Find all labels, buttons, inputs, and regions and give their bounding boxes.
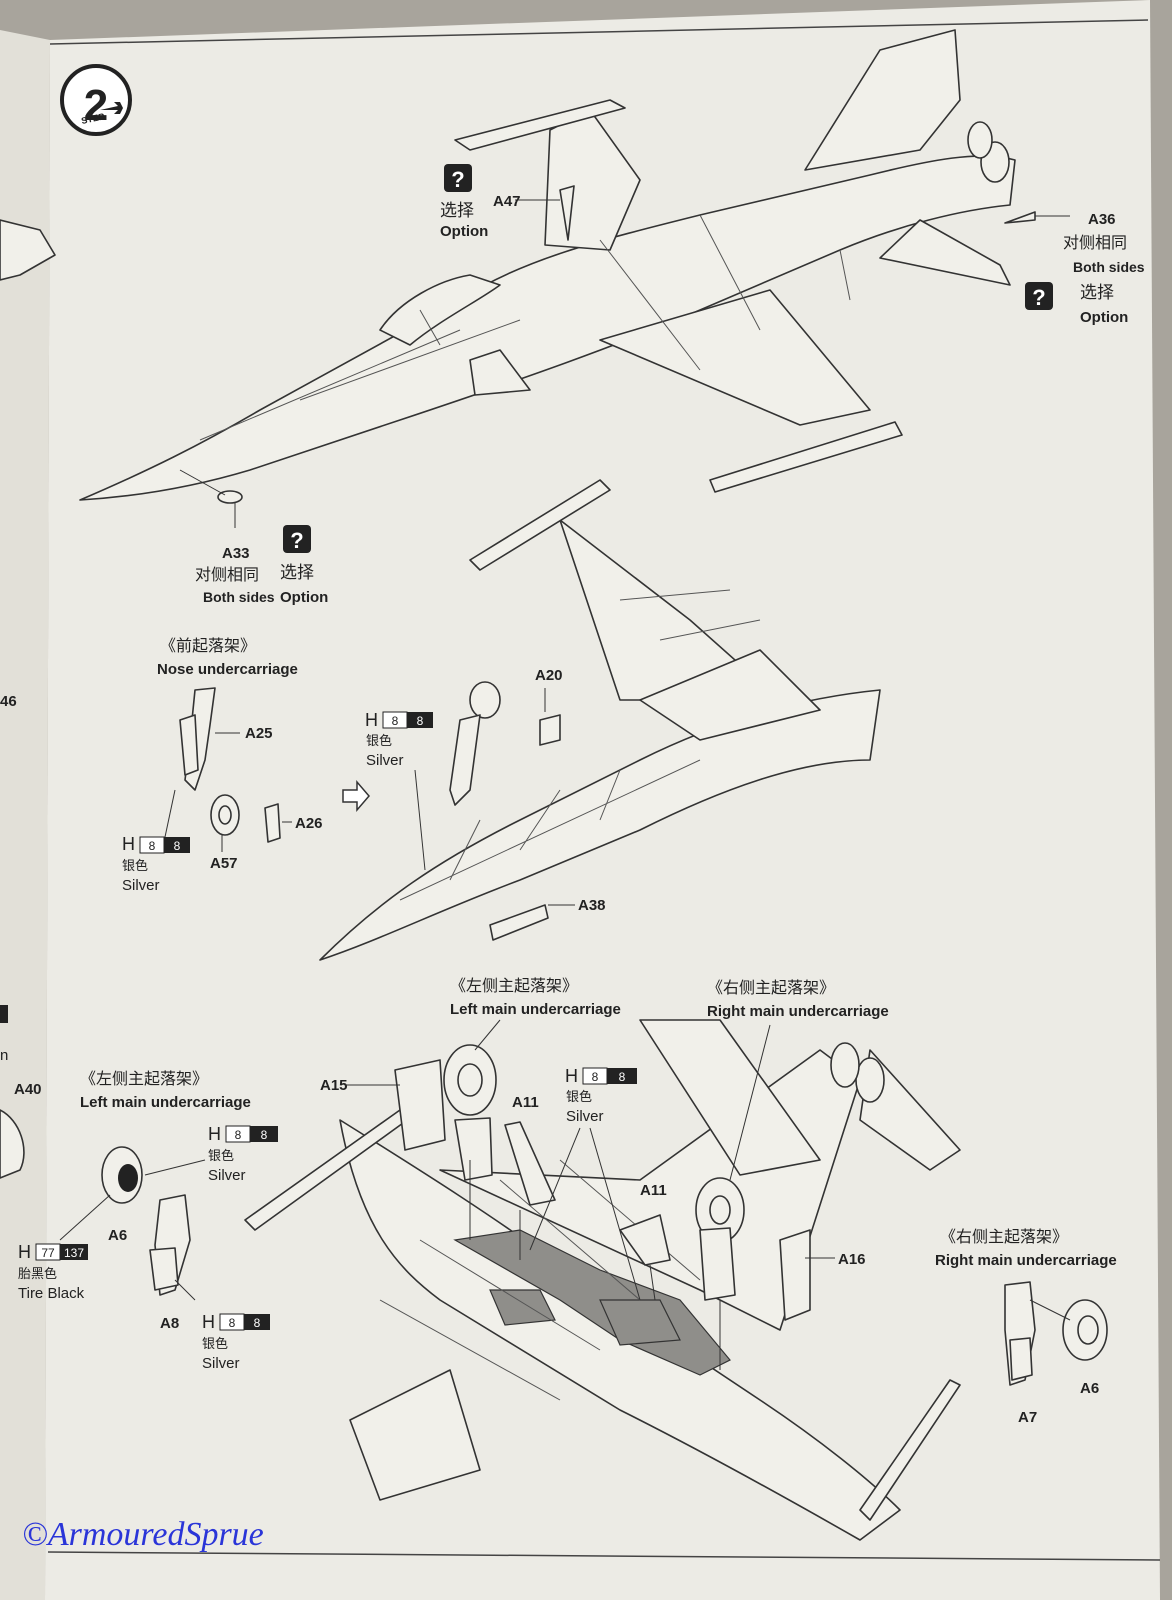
- svg-text:Silver: Silver: [202, 1355, 240, 1372]
- svg-text:8: 8: [619, 1070, 626, 1084]
- svg-text:8: 8: [235, 1128, 242, 1142]
- svg-text:H: H: [208, 1124, 221, 1144]
- both-sides-zh-a36: 对侧相同: [1063, 234, 1127, 252]
- right-main-detail-title-en: Right main undercarriage: [935, 1252, 1117, 1269]
- paint-code-tire-black: H 77 137 胎黑色 Tire Black: [18, 1242, 88, 1302]
- svg-text:H: H: [565, 1066, 578, 1086]
- left-main-detail-title-en: Left main undercarriage: [80, 1094, 251, 1111]
- svg-text:8: 8: [149, 839, 156, 853]
- step-badge: 2 STEP: [60, 64, 132, 136]
- option-zh-a47: 选择: [440, 201, 474, 220]
- svg-text:胎黑色: 胎黑色: [18, 1266, 57, 1281]
- svg-text:137: 137: [64, 1246, 84, 1260]
- step-number: 2: [84, 81, 108, 130]
- option-en-a36: Option: [1080, 309, 1128, 326]
- part-label-a6-right: A6: [1080, 1380, 1099, 1397]
- part-label-a25: A25: [245, 725, 273, 742]
- left-main-top-title-en: Left main undercarriage: [450, 1001, 621, 1018]
- svg-text:8: 8: [254, 1316, 261, 1330]
- option-icon-a47: ?: [444, 164, 472, 192]
- nose-gear-title-zh: 《前起落架》: [160, 637, 256, 655]
- part-label-a33: A33: [222, 545, 250, 562]
- svg-text:银色: 银色: [366, 733, 392, 748]
- paint-code-mid: H 8 8 银色 Silver: [365, 710, 433, 769]
- both-sides-en-a33: Both sides: [203, 589, 275, 605]
- both-sides-en-a36: Both sides: [1073, 259, 1145, 275]
- option-en-a33: Option: [280, 589, 328, 606]
- svg-text:77: 77: [41, 1246, 55, 1260]
- left-main-gear-drawing: [101, 1146, 191, 1296]
- part-label-a15: A15: [320, 1077, 348, 1094]
- svg-text:银色: 银色: [208, 1148, 234, 1163]
- paint-code-left-main-2: H 8 8 银色 Silver: [202, 1312, 270, 1372]
- svg-text:8: 8: [417, 714, 424, 728]
- svg-text:8: 8: [229, 1316, 236, 1330]
- option-en-a47: Option: [440, 223, 488, 240]
- paint-code-nose: H 8 8 银色 Silver: [122, 834, 190, 894]
- right-main-detail-title-zh: 《右侧主起落架》: [940, 1228, 1068, 1246]
- paint-code-left-main-1: H 8 8 银色 Silver: [208, 1124, 278, 1184]
- svg-text:H: H: [365, 710, 378, 730]
- part-label-a38: A38: [578, 897, 606, 914]
- svg-text:8: 8: [392, 714, 399, 728]
- part-label-a11-left: A11: [512, 1094, 539, 1111]
- step-label: STEP: [80, 111, 105, 126]
- nose-gear-title-en: Nose undercarriage: [157, 661, 298, 678]
- svg-text:?: ?: [451, 167, 464, 192]
- left-main-top-title-zh: 《左侧主起落架》: [450, 977, 578, 995]
- part-label-a11-right: A11: [640, 1182, 667, 1199]
- option-zh-a33: 选择: [280, 563, 314, 582]
- right-main-top-title-zh: 《右侧主起落架》: [707, 979, 835, 997]
- svg-text:8: 8: [261, 1128, 268, 1142]
- svg-text:银色: 银色: [566, 1089, 592, 1104]
- margin-label-a40: A40: [14, 1081, 42, 1098]
- part-label-a36: A36: [1088, 211, 1116, 228]
- option-icon-a33: ?: [283, 525, 311, 553]
- svg-text:8: 8: [174, 839, 181, 853]
- part-label-a26: A26: [295, 815, 323, 832]
- svg-text:H: H: [18, 1242, 31, 1262]
- left-main-detail-title-zh: 《左侧主起落架》: [80, 1070, 208, 1088]
- previous-page-edge: [0, 30, 50, 1600]
- option-icon-a36: ?: [1025, 282, 1053, 310]
- svg-text:Silver: Silver: [366, 752, 404, 769]
- nose-gear-drawing: [179, 687, 281, 843]
- part-label-a16: A16: [838, 1251, 866, 1268]
- svg-text:Silver: Silver: [566, 1108, 604, 1125]
- svg-text:?: ?: [1032, 285, 1045, 310]
- part-label-a20: A20: [535, 667, 563, 684]
- option-zh-a36: 选择: [1080, 283, 1114, 302]
- sequence-arrow-icon: [342, 779, 370, 813]
- svg-text:Silver: Silver: [122, 877, 160, 894]
- aircraft-bottom-view: [244, 1019, 961, 1541]
- part-label-a6-left: A6: [108, 1227, 127, 1244]
- part-label-a7: A7: [1018, 1409, 1037, 1426]
- part-label-a8: A8: [160, 1315, 179, 1332]
- svg-text:Tire Black: Tire Black: [18, 1285, 85, 1302]
- svg-text:Silver: Silver: [208, 1167, 246, 1184]
- svg-text:8: 8: [592, 1070, 599, 1084]
- both-sides-zh-a33: 对侧相同: [195, 566, 259, 584]
- svg-text:H: H: [202, 1312, 215, 1332]
- right-main-top-title-en: Right main undercarriage: [707, 1003, 889, 1020]
- paint-code-bottom-mid: H 8 8 银色 Silver: [565, 1066, 637, 1125]
- margin-label-n: n: [0, 1047, 8, 1064]
- svg-text:?: ?: [290, 528, 303, 553]
- svg-text:H: H: [122, 834, 135, 854]
- right-main-gear-drawing: [1004, 1281, 1108, 1386]
- watermark: ©ArmouredSprue: [22, 1516, 264, 1553]
- aircraft-underside-view: [319, 479, 881, 961]
- svg-text:银色: 银色: [122, 858, 148, 873]
- margin-label-46: 46: [0, 693, 17, 710]
- aircraft-top-view: [79, 29, 1036, 504]
- part-label-a47: A47: [493, 193, 521, 210]
- svg-text:银色: 银色: [202, 1336, 228, 1351]
- part-label-a57: A57: [210, 855, 238, 872]
